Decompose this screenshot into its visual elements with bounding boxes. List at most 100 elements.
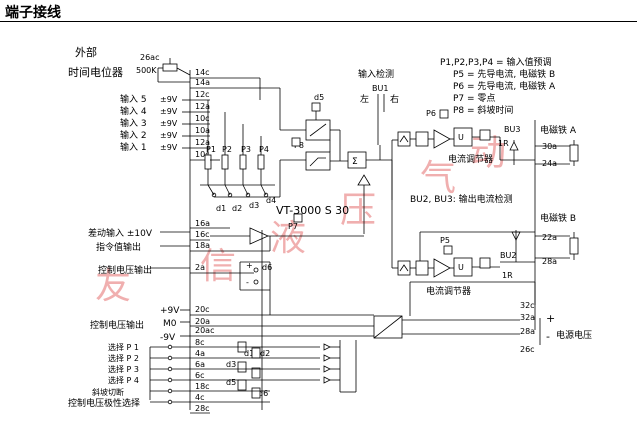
bus-wires — [210, 77, 536, 315]
volt-label: ±9V — [160, 143, 178, 152]
input-3-label: 输入 3 — [120, 117, 147, 129]
bu1-jack-icon — [377, 94, 385, 145]
d6-section: d6 + - — [210, 261, 272, 310]
power-supply-section — [210, 281, 535, 339]
terminal-label: 10a — [195, 126, 210, 135]
terminal-label: 20ac — [195, 326, 214, 335]
select-p1-label: 选择 P 1 — [108, 342, 139, 352]
ramp-switch-label: 斜坡切断 — [92, 387, 124, 397]
p7-pot-icon — [293, 213, 303, 223]
led-indicators — [323, 343, 340, 384]
volt-label: ±9V — [160, 119, 178, 128]
p5-label: P5 — [440, 236, 450, 245]
p7-label: P7 — [288, 222, 298, 231]
m0-label: M0 — [163, 319, 177, 329]
terminal-label: 14a — [195, 78, 210, 87]
ps-plus-label: + — [546, 312, 555, 325]
legend-line: P7 = 零点 — [453, 93, 495, 104]
current-reg-a-label: 电流调节器 — [448, 153, 493, 165]
terminal-label: 16c — [195, 230, 210, 239]
legend-line: P8 = 斜坡时间 — [453, 104, 513, 116]
sigma-label: Σ — [352, 157, 358, 167]
power-supply-label: 电源电压 — [556, 329, 592, 341]
r1-label: 1R — [498, 139, 509, 148]
pot-label: P2 — [222, 145, 232, 154]
bu1-label: BU1 — [372, 84, 388, 93]
terminal-label: 28a — [542, 257, 557, 266]
header: 端子接线 — [0, 0, 637, 22]
watermark-char: 气 — [420, 158, 456, 199]
polarity-select-label: 控制电压极性选择 — [68, 397, 140, 409]
left-label: 左 — [360, 93, 369, 105]
contact-label: d1 — [216, 204, 226, 213]
d6-label: d6 — [262, 263, 272, 272]
p8-pot-icon — [291, 137, 301, 147]
pot-label: P1 — [206, 145, 216, 154]
watermark-char: 友 — [95, 266, 131, 307]
terminal-label: 12a — [195, 138, 210, 147]
current-regulator-b: P5 U 电流调节器 BU2 1R — [397, 230, 535, 297]
pot-26ac-label: 26ac — [140, 53, 159, 62]
led-icon — [323, 365, 331, 373]
module-label: VT-3000 S 30 — [276, 204, 349, 217]
led-icon — [323, 343, 331, 351]
input-5-label: 输入 5 — [120, 93, 147, 105]
pot-label: P3 — [241, 145, 251, 154]
pot-500k-label: 500K — [136, 66, 157, 75]
input-1-label: 输入 1 — [120, 141, 147, 153]
bu3-label: BU3 — [504, 125, 520, 134]
input-2-label: 输入 2 — [120, 129, 147, 141]
solenoid-a-label: 电磁铁 A — [540, 124, 577, 136]
watermark: 友 信 液 压 气 动 — [95, 133, 506, 307]
terminal-label: 4c — [195, 393, 205, 402]
contact-label: d4 — [266, 196, 276, 205]
timer-pot-label: 时间电位器 — [68, 65, 123, 79]
terminal-label: 30a — [542, 142, 557, 151]
terminal-label: 6c — [195, 371, 205, 380]
selection-relays: d1 d2 d3 d5 d6 — [210, 230, 357, 410]
solenoid-a-coil-icon — [535, 140, 579, 166]
terminal-label: 26c — [520, 345, 535, 354]
summing-junction-icon: Σ — [347, 145, 392, 169]
d5-contact-icon — [311, 102, 321, 112]
bu2-label: BU2 — [500, 251, 516, 260]
module-outline — [189, 70, 536, 410]
diode-icon — [509, 141, 519, 151]
page-title: 端子接线 — [5, 5, 61, 21]
legend-line: P1,P2,P3,P4 = 输入值预调 — [440, 56, 551, 68]
select-p2-label: 选择 P 2 — [108, 353, 139, 363]
left-wires — [150, 99, 190, 337]
select-p4-label: 选择 P 4 — [108, 375, 139, 385]
input-4-label: 输入 4 — [120, 105, 147, 117]
current-regulator-a: P6 U 电流调节器 BU3 — [397, 109, 535, 165]
ctrl-v-out-label-2: 控制电压输出 — [90, 319, 144, 331]
relay-label: d3 — [226, 360, 236, 369]
terminal-label: 4a — [195, 349, 205, 358]
terminal-label: 8c — [195, 338, 205, 347]
terminal-label: 28c — [195, 404, 210, 413]
selector-switches — [149, 344, 190, 405]
watermark-char: 液 — [270, 218, 306, 259]
relay-label: d1 — [244, 349, 254, 358]
terminal-label: 28a — [520, 327, 535, 336]
input-pots: P1 P2 P3 P4 d1 d2 d3 d4 — [200, 100, 281, 213]
r2-label: 1R — [502, 271, 513, 280]
contact-label: d2 — [232, 204, 242, 213]
terminal-label: 2a — [195, 263, 205, 272]
terminal-label: 22a — [542, 233, 557, 242]
terminal-label: 18a — [195, 241, 210, 250]
ramp-block-2-icon — [305, 151, 331, 171]
volt-label: ±9V — [160, 95, 178, 104]
current-reg-b-label: 电流调节器 — [426, 285, 471, 297]
terminal-label: 20c — [195, 305, 210, 314]
terminal-label: 12c — [195, 90, 210, 99]
minus-label: - — [246, 278, 249, 287]
terminal-label: 10c — [195, 114, 210, 123]
ctrl-v-out-label: 控制电压输出 — [98, 264, 152, 276]
diff-input-label: 差动输入 ±10V — [88, 227, 153, 239]
relay-label: d5 — [226, 378, 236, 387]
terminal-label: 14c — [195, 68, 210, 77]
external-label: 外部 — [75, 45, 97, 59]
solenoid-b-coil-icon — [535, 232, 579, 260]
